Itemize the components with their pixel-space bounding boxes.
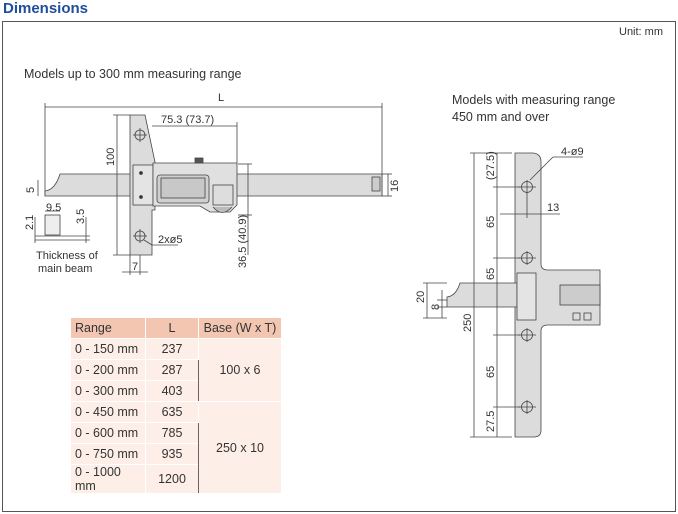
cell-base: 250 x 10 (198, 401, 282, 494)
right-caption-line2: 450 mm and over (452, 110, 550, 124)
section-title: Dimensions (3, 0, 89, 17)
dim-L: L (218, 92, 224, 104)
dim-36-5: 36.5 (40.9) (237, 215, 249, 268)
dim-27-5-bottom: 27.5 (485, 411, 497, 432)
cell-base: 100 x 6 (198, 338, 282, 402)
col-header-range: Range (70, 317, 146, 339)
cell-range: 0 - 150 mm (70, 338, 146, 360)
cell-range: 0 - 600 mm (70, 422, 146, 444)
dim-65-a: 65 (485, 216, 497, 228)
dim-3-5: 3.5 (75, 209, 87, 224)
dim-9-5: 9.5 (46, 202, 61, 214)
cell-range: 0 - 300 mm (70, 380, 146, 402)
col-header-base: Base (W x T) (198, 317, 282, 339)
cell-range: 0 - 450 mm (70, 401, 146, 423)
dim-65-b: 65 (485, 268, 497, 280)
cell-range: 0 - 200 mm (70, 359, 146, 381)
dim-75-3: 75.3 (73.7) (161, 114, 214, 126)
unit-label: Unit: mm (619, 26, 663, 38)
cell-l: 635 (145, 401, 199, 423)
dim-100: 100 (105, 148, 117, 166)
col-header-l: L (145, 317, 199, 339)
holes-label: 2xø5 (158, 234, 182, 246)
right-caliper-drawing (423, 152, 601, 438)
dim-20: 20 (415, 291, 427, 303)
cell-l: 403 (145, 380, 199, 402)
left-caption: Models up to 300 mm measuring range (24, 67, 242, 81)
thickness-label-2: main beam (38, 263, 92, 275)
left-caliper-drawing (34, 103, 392, 275)
cell-range: 0 - 1000 mm (70, 464, 146, 494)
cell-l: 935 (145, 443, 199, 465)
cell-l: 287 (145, 359, 199, 381)
dim-5: 5 (25, 187, 37, 193)
dim-250: 250 (462, 314, 474, 332)
holes-label-right: 4-ø9 (561, 146, 584, 158)
dim-8: 8 (430, 304, 442, 310)
thickness-label-1: Thickness of (36, 250, 99, 262)
cell-range: 0 - 750 mm (70, 443, 146, 465)
dim-65-c: 65 (485, 366, 497, 378)
cell-l: 785 (145, 422, 199, 444)
cell-l: 237 (145, 338, 199, 360)
dim-16: 16 (389, 180, 401, 192)
cell-l: 1200 (145, 464, 199, 494)
dim-7: 7 (132, 261, 138, 273)
dim-13: 13 (547, 202, 559, 214)
dimensions-panel: Unit: mm (2, 21, 676, 512)
right-caption-line1: Models with measuring range (452, 93, 616, 107)
dim-2-1: 2.1 (24, 215, 36, 230)
dim-27-5-top: (27.5) (485, 151, 497, 180)
